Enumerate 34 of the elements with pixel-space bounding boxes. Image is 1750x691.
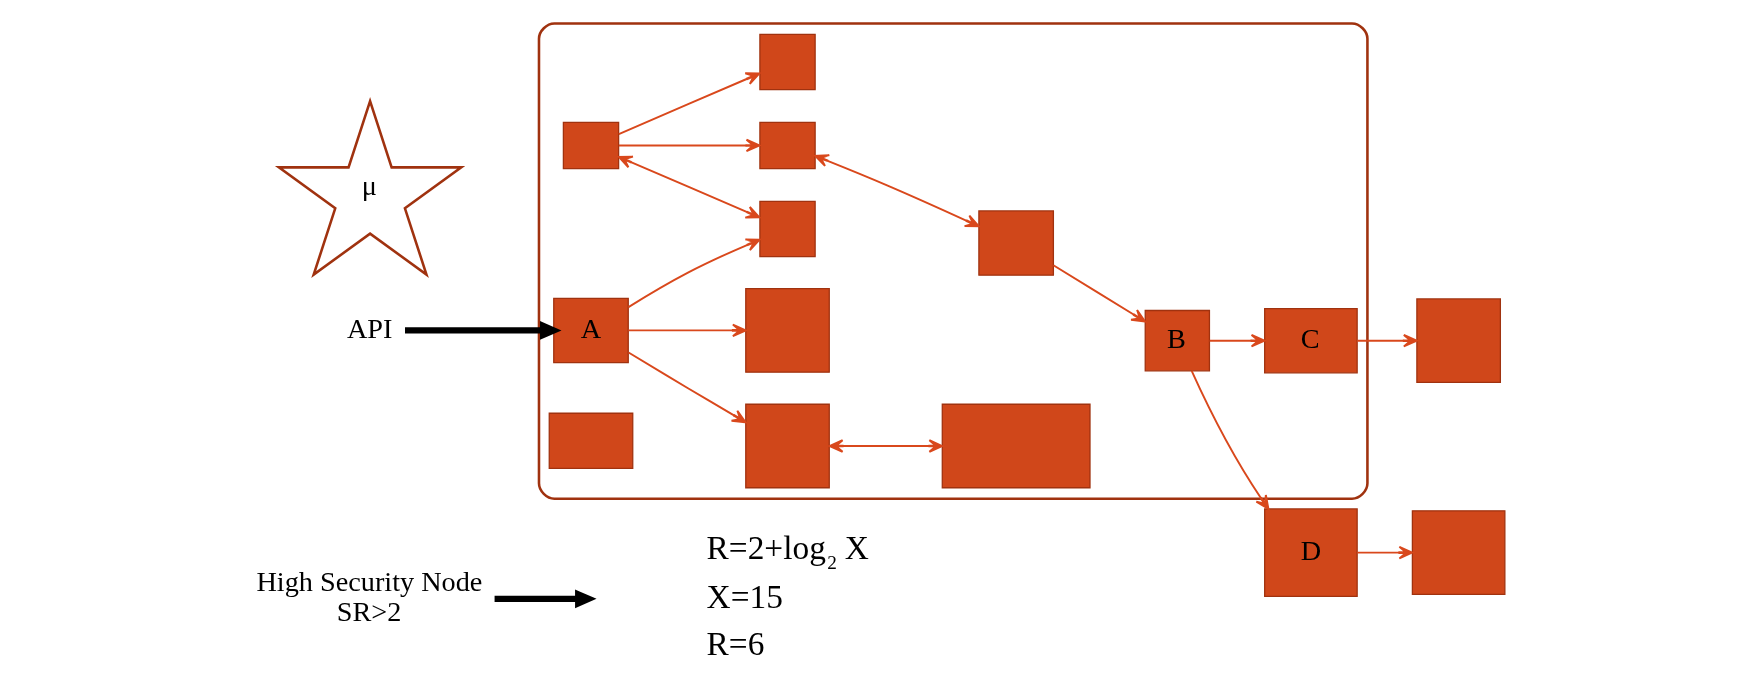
arrow <box>626 323 747 338</box>
arrow <box>627 238 760 309</box>
arrow <box>617 155 760 219</box>
arrow <box>813 154 980 228</box>
arrow <box>617 72 760 135</box>
arrow <box>627 351 746 424</box>
node-box <box>562 121 619 170</box>
node-box <box>1415 298 1501 384</box>
node-box: D <box>1263 508 1358 597</box>
node-box <box>744 403 830 489</box>
label: X=15 <box>706 577 783 615</box>
node-box <box>758 121 816 170</box>
node-text: API <box>346 312 392 344</box>
node-text: High Security Node SR>2 <box>255 565 482 628</box>
node-box <box>1411 510 1505 595</box>
node-box: B <box>1144 309 1210 372</box>
arrow <box>1190 369 1269 510</box>
arrow <box>404 321 561 340</box>
node-box <box>744 288 830 373</box>
node-box <box>977 210 1054 276</box>
arrow <box>1208 333 1265 348</box>
node-box: A <box>552 297 629 364</box>
label: R=2+log$_{2}$ X <box>706 528 869 574</box>
node-box <box>758 33 816 91</box>
arrow <box>617 138 760 153</box>
arrow <box>1051 264 1146 323</box>
arrow <box>1355 545 1413 560</box>
node-box <box>758 200 816 258</box>
arrow <box>828 439 943 453</box>
arrow <box>1355 333 1418 348</box>
node-box <box>548 412 633 470</box>
label: R=6 <box>706 625 764 663</box>
node-box: C <box>1263 307 1358 374</box>
node-box <box>941 403 1091 489</box>
